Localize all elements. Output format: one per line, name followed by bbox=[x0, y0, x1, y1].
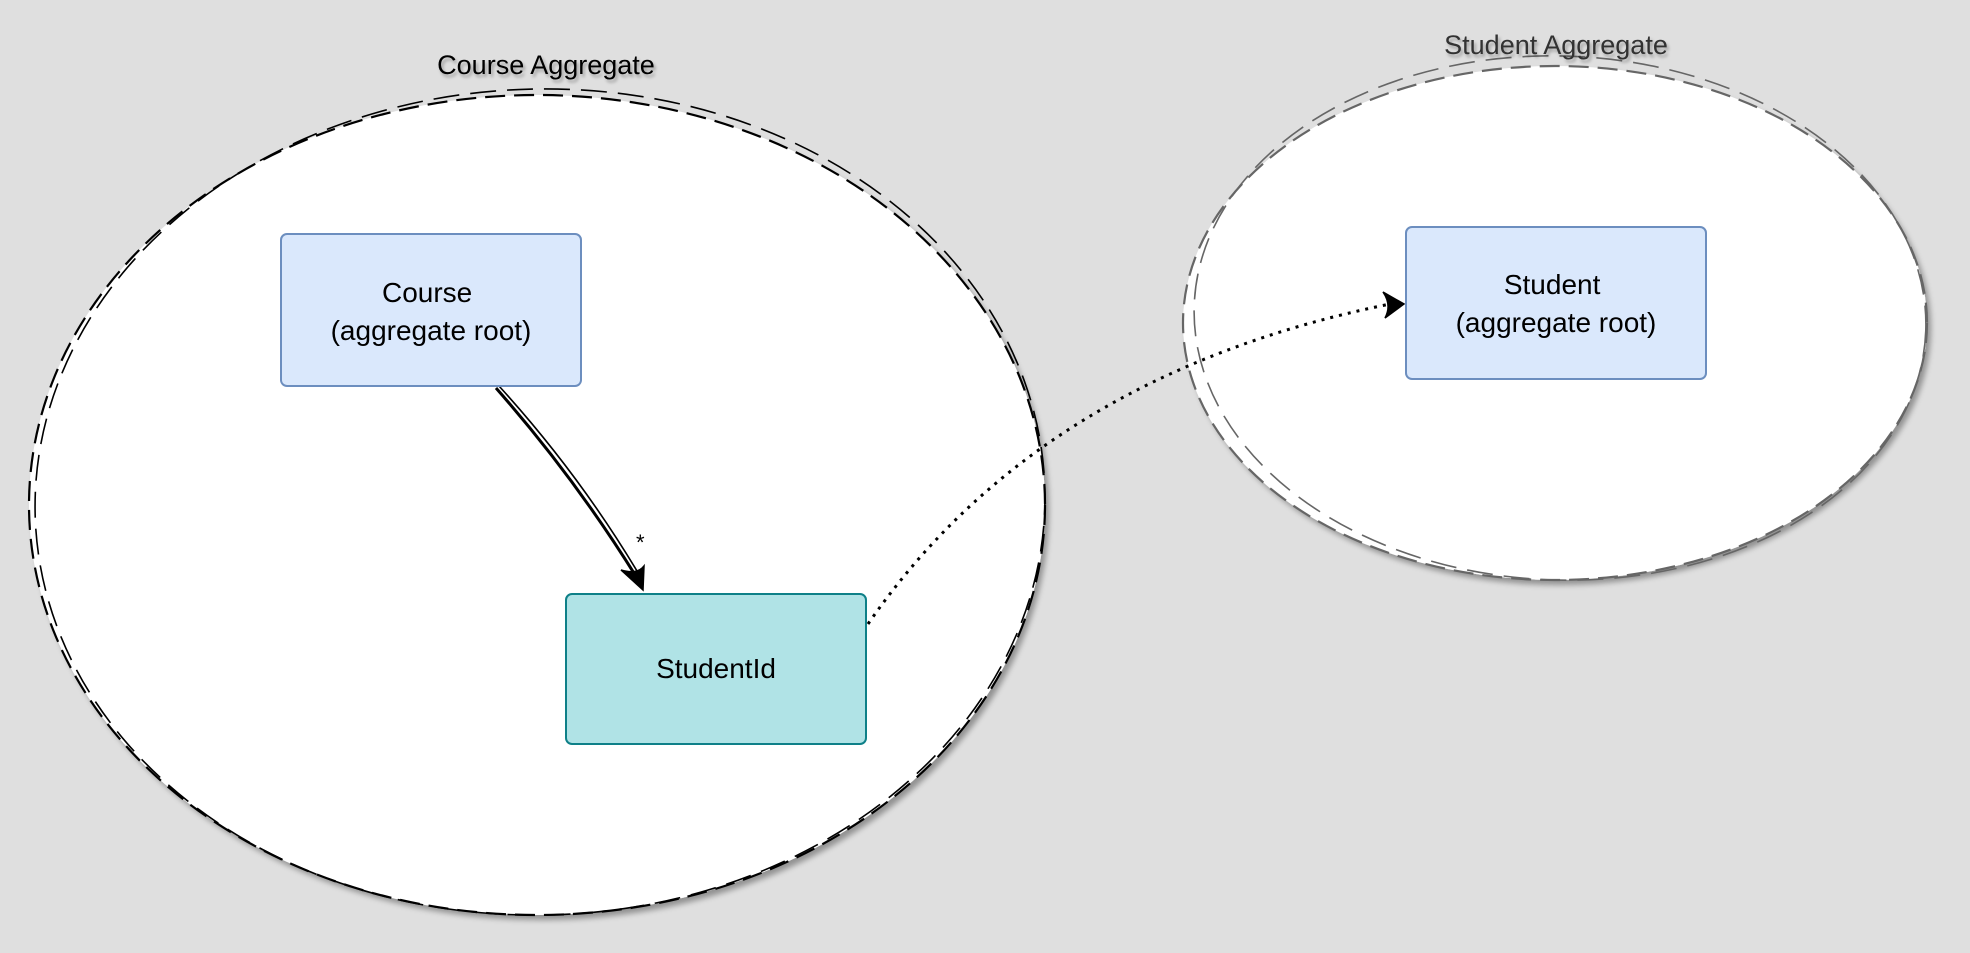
node-course-box bbox=[280, 233, 582, 387]
student-aggregate-border-sketch bbox=[1193, 55, 1927, 581]
edge-course-to-studentid[interactable]: * bbox=[494, 385, 645, 592]
node-studentid-box bbox=[565, 593, 867, 745]
student-aggregate-label: Student Aggregate bbox=[1444, 30, 1668, 60]
edge-studentid-to-student-arrowhead bbox=[1382, 291, 1406, 319]
node-student[interactable]: Student (aggregate root) bbox=[1405, 226, 1707, 380]
node-student-box bbox=[1405, 226, 1707, 380]
node-studentid[interactable]: StudentId bbox=[565, 593, 867, 745]
course-aggregate-label: Course Aggregate bbox=[437, 50, 655, 80]
course-aggregate[interactable]: Course Aggregate bbox=[24, 50, 1055, 928]
edge-studentid-to-student[interactable] bbox=[866, 291, 1406, 625]
node-course-text: Course (aggregate root) bbox=[331, 277, 532, 346]
course-aggregate-border-sketch bbox=[34, 88, 1046, 916]
edge-studentid-to-student-line bbox=[866, 302, 1391, 625]
node-course-title: Course bbox=[382, 277, 472, 308]
node-course[interactable]: Course (aggregate root) bbox=[280, 233, 582, 387]
edge-course-to-studentid-line-sketch bbox=[498, 385, 641, 577]
node-course-subtitle: (aggregate root) bbox=[331, 315, 532, 346]
edge-course-to-studentid-line bbox=[494, 387, 639, 579]
node-student-subtitle: (aggregate root) bbox=[1456, 307, 1657, 338]
course-aggregate-ellipse bbox=[29, 95, 1045, 915]
node-student-title: Student bbox=[1504, 269, 1601, 300]
edge-multiplicity-label: * bbox=[636, 530, 645, 555]
node-studentid-text: StudentId bbox=[656, 653, 776, 684]
edge-course-to-studentid-arrowhead bbox=[620, 563, 645, 592]
node-student-text: Student (aggregate root) bbox=[1456, 269, 1657, 338]
